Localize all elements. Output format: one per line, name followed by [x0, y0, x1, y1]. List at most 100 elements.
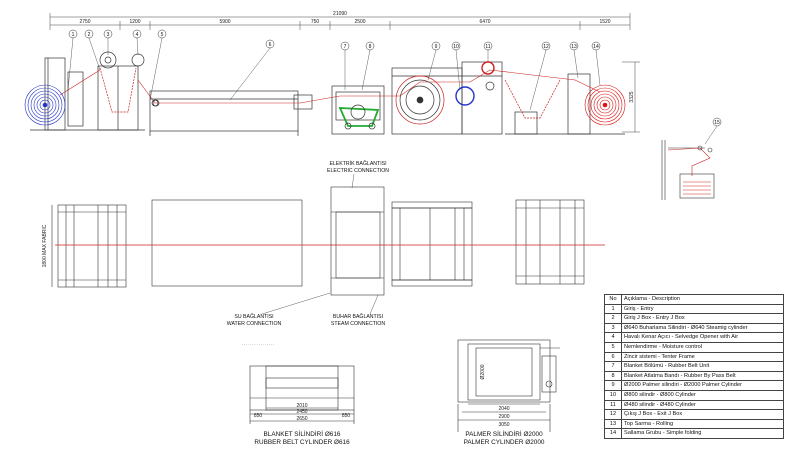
balloon-circle	[483, 41, 493, 51]
palmer-diameter: Ø2000	[480, 364, 486, 379]
balloon-number: 13	[571, 44, 577, 50]
balloon-circle	[265, 39, 275, 49]
exit-fabric-roll	[584, 84, 626, 126]
legend-desc: Nemlendirme - Moisture control	[621, 341, 784, 353]
blanket-cylinder-detail	[249, 365, 355, 424]
legend-header-row: No Açıklama - Description	[604, 294, 784, 305]
balloon-leaders	[67, 37, 718, 145]
balloon-number: 9	[435, 44, 438, 50]
palmer-dim-outer: 3050	[498, 422, 509, 428]
water-connection-en: WATER CONNECTION	[227, 321, 282, 327]
balloon-number: 5	[161, 32, 164, 38]
balloon-circle	[451, 41, 461, 51]
palmer-caption-tr: PALMER SİLİNDİRİ Ø2000	[465, 429, 543, 438]
legend-desc: Giriş J Box - Entry J Box	[621, 313, 784, 324]
side-elevation	[30, 57, 625, 136]
item-balloon: 9	[431, 41, 441, 51]
dim-jbox: 1200	[129, 19, 140, 25]
legend-no: 4	[604, 332, 622, 343]
legend-desc: Zincir sistemi - Tenter Frame	[621, 351, 784, 363]
palmer-caption-en: PALMER CYLINDER Ø2000	[464, 439, 545, 446]
balloon-circle	[541, 41, 551, 51]
legend-no: 12	[604, 409, 622, 420]
item-balloon: 12	[541, 41, 551, 51]
item-balloon: 1	[68, 29, 78, 39]
blanket-dim-mid: 2450	[296, 409, 307, 415]
height-dimension-label: 3325	[629, 91, 635, 102]
legend-no: 1	[604, 303, 622, 315]
item-balloon: 14	[591, 41, 601, 51]
balloon-number: 15	[714, 120, 720, 126]
dim-exit: 1520	[599, 19, 610, 25]
balloon-number: 1	[72, 32, 75, 38]
balloon-circle	[591, 41, 601, 51]
palmer-dim-inner: 2040	[498, 406, 509, 412]
balloon-number: 12	[543, 44, 549, 50]
legend-no: 13	[604, 418, 622, 430]
balloon-number: 11	[485, 44, 490, 50]
item-balloon: 7	[340, 41, 350, 51]
blanket-note-left: · · · · · · · · · · · · · · · ·	[242, 343, 274, 347]
item-balloon: 2	[84, 29, 94, 39]
dim-blanket: 2500	[354, 19, 365, 25]
legend-desc: Çıkış J Box - Exit J Box	[621, 409, 784, 420]
balloon-number: 3	[107, 32, 110, 38]
palmer-cylinder-side	[395, 61, 495, 125]
blanket-dim-right: 850	[342, 413, 351, 419]
balloon-circle	[569, 41, 579, 51]
legend-no: 5	[604, 341, 622, 353]
item-balloon: 5	[157, 29, 167, 39]
blanket-caption-tr: BLANKET SİLİNDİRİ Ø616	[264, 429, 341, 438]
item-balloon: 4	[132, 29, 142, 39]
electric-connection-tr: ELEKTRİK BAĞLANTISI	[329, 160, 386, 167]
height-dimension	[622, 61, 640, 133]
steam-connection-tr: BUHAR BAĞLANTISI	[333, 313, 383, 320]
blanket-dim-left: 850	[254, 413, 263, 419]
blanket-felt	[338, 107, 380, 127]
legend-desc: Blanket Bölümü - Rubber Belt Unit	[621, 361, 784, 372]
palmer-dim-mid: 2900	[498, 414, 509, 420]
folding-unit	[661, 140, 715, 200]
balloon-number: 14	[593, 44, 599, 50]
steam-connection-en: STEAM CONNECTION	[331, 321, 385, 327]
legend-desc: Ø2000 Palmer silindiri - Ø2000 Palmer Cy…	[621, 380, 784, 391]
legend-no: 9	[604, 380, 622, 391]
balloon-circle	[84, 29, 94, 39]
balloon-circle	[431, 41, 441, 51]
item-balloon: 8	[365, 41, 375, 51]
balloon-circle	[103, 29, 113, 39]
legend-no: 11	[604, 399, 622, 411]
balloon-number: 7	[344, 44, 347, 50]
balloon-circle	[157, 29, 167, 39]
legend-no: 2	[604, 313, 622, 324]
legend-no: 8	[604, 370, 622, 382]
balloon-circle	[365, 41, 375, 51]
balloon-circle	[68, 29, 78, 39]
max-fabric-width: 1800 MAX FABRIC	[42, 224, 48, 267]
balloon-circle	[132, 29, 142, 39]
water-leader	[261, 292, 331, 315]
plan-view	[51, 186, 585, 296]
legend-header-desc: Açıklama - Description	[621, 294, 784, 305]
balloon-number: 6	[269, 42, 272, 48]
item-balloon: 6	[265, 39, 275, 49]
legend-desc: Ø480 silindir - Ø480 Cylinder	[621, 399, 784, 411]
legend-desc: Ø640 Buharlama Silindiri - Ø640 Steamig …	[621, 322, 784, 334]
entry-steam-cylinder	[99, 51, 159, 107]
steam-leader	[369, 294, 379, 315]
water-connection-tr: SU BAĞLANTISI	[234, 313, 273, 320]
legend-desc: Top Sarma - Rolling	[621, 418, 784, 430]
dim-gap: 750	[311, 19, 320, 25]
